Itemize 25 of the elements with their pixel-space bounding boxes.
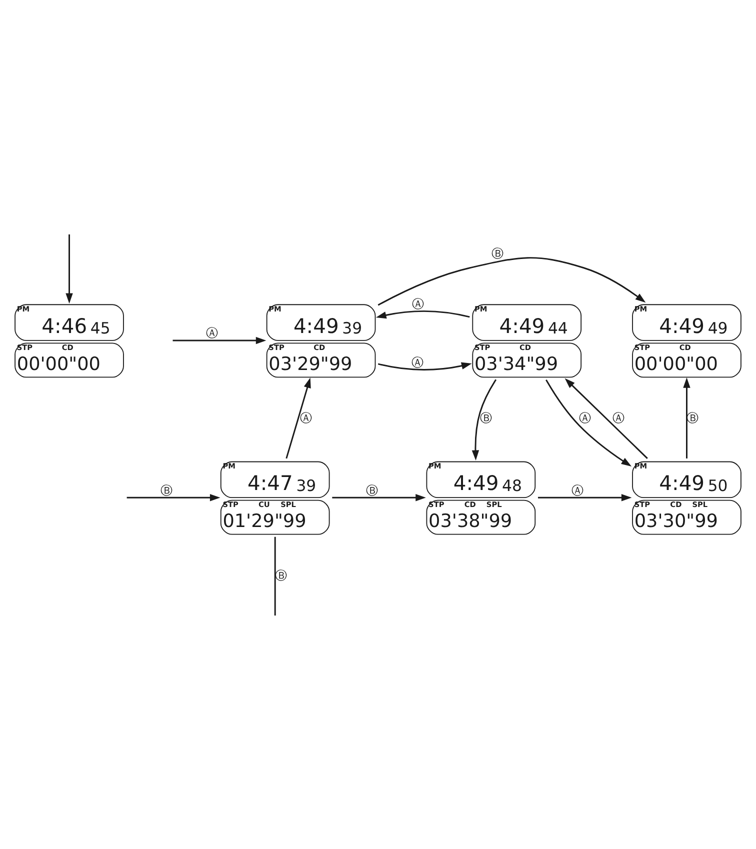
arrow bbox=[378, 362, 472, 370]
arrow bbox=[286, 377, 311, 458]
arrow bbox=[546, 378, 632, 466]
edge-label: Ⓑ bbox=[480, 410, 492, 425]
arrow bbox=[66, 234, 73, 304]
arrow bbox=[683, 377, 690, 458]
edge-label: Ⓑ bbox=[491, 246, 504, 260]
arrow bbox=[126, 493, 220, 501]
edge-label: Ⓐ bbox=[612, 410, 624, 425]
arrow bbox=[378, 256, 646, 306]
edge-label: Ⓐ bbox=[300, 410, 312, 425]
edge-label: Ⓐ bbox=[579, 410, 592, 425]
edge-label: Ⓑ bbox=[160, 482, 172, 497]
arrow bbox=[538, 493, 632, 501]
arrow bbox=[564, 378, 648, 458]
arrow bbox=[332, 493, 426, 501]
edge-label: Ⓐ bbox=[412, 296, 424, 310]
edge-label: Ⓐ bbox=[206, 326, 218, 340]
arrow bbox=[172, 336, 266, 344]
arrow bbox=[376, 310, 470, 318]
edge-label: Ⓑ bbox=[366, 482, 378, 497]
arrow bbox=[472, 378, 497, 460]
connector bbox=[274, 536, 276, 616]
edge-label: Ⓐ bbox=[572, 482, 584, 497]
edge-label: Ⓐ bbox=[412, 354, 424, 369]
